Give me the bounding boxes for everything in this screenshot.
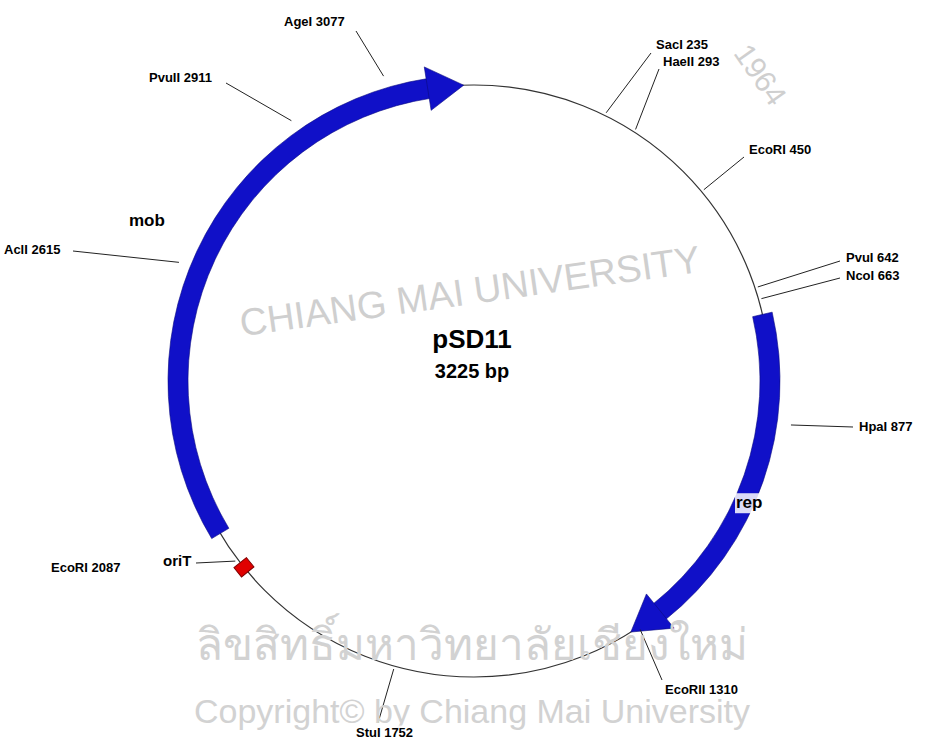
site-label: EcoRI 450	[748, 143, 812, 158]
site-label: EcoRI 2087	[50, 561, 121, 576]
gene-label: mob	[128, 211, 166, 231]
leader-line	[761, 278, 840, 299]
leader-line	[636, 69, 659, 129]
site-label: EcoRII 1310	[664, 683, 739, 698]
leader-line	[704, 157, 744, 190]
plasmid-name: pSD11	[431, 325, 513, 355]
gene-label: rep	[735, 493, 763, 513]
site-label: StuI 1752	[355, 726, 414, 741]
plasmid-size: 3225 bp	[434, 360, 510, 383]
site-label: AgeI 3077	[283, 15, 346, 30]
mob-arrow-head	[424, 67, 463, 110]
leader-line	[758, 261, 840, 287]
leader-line	[196, 561, 235, 563]
leader-line	[606, 53, 651, 113]
watermark: 1964	[727, 38, 794, 112]
site-label: NcoI 663	[845, 269, 900, 284]
watermark: Copyright© by Chiang Mai University	[194, 692, 750, 731]
rep-arrow-body	[653, 312, 780, 620]
site-label: HaeII 293	[662, 55, 720, 70]
orit-box	[234, 558, 254, 577]
leader-line	[73, 251, 179, 262]
watermark: ลิขสิทธิ์มหาวิทยาลัยเชียงใหม่	[196, 620, 748, 671]
leader-line	[226, 83, 291, 121]
site-label: SacI 235	[655, 38, 709, 53]
leader-line	[356, 31, 384, 76]
site-label: HpaI 877	[858, 420, 913, 435]
site-label: PvuI 642	[845, 251, 900, 266]
site-label: AclI 2615	[3, 243, 61, 258]
leader-line	[791, 425, 853, 427]
site-label: PvuII 2911	[148, 71, 213, 86]
origin-label: oriT	[162, 552, 192, 569]
